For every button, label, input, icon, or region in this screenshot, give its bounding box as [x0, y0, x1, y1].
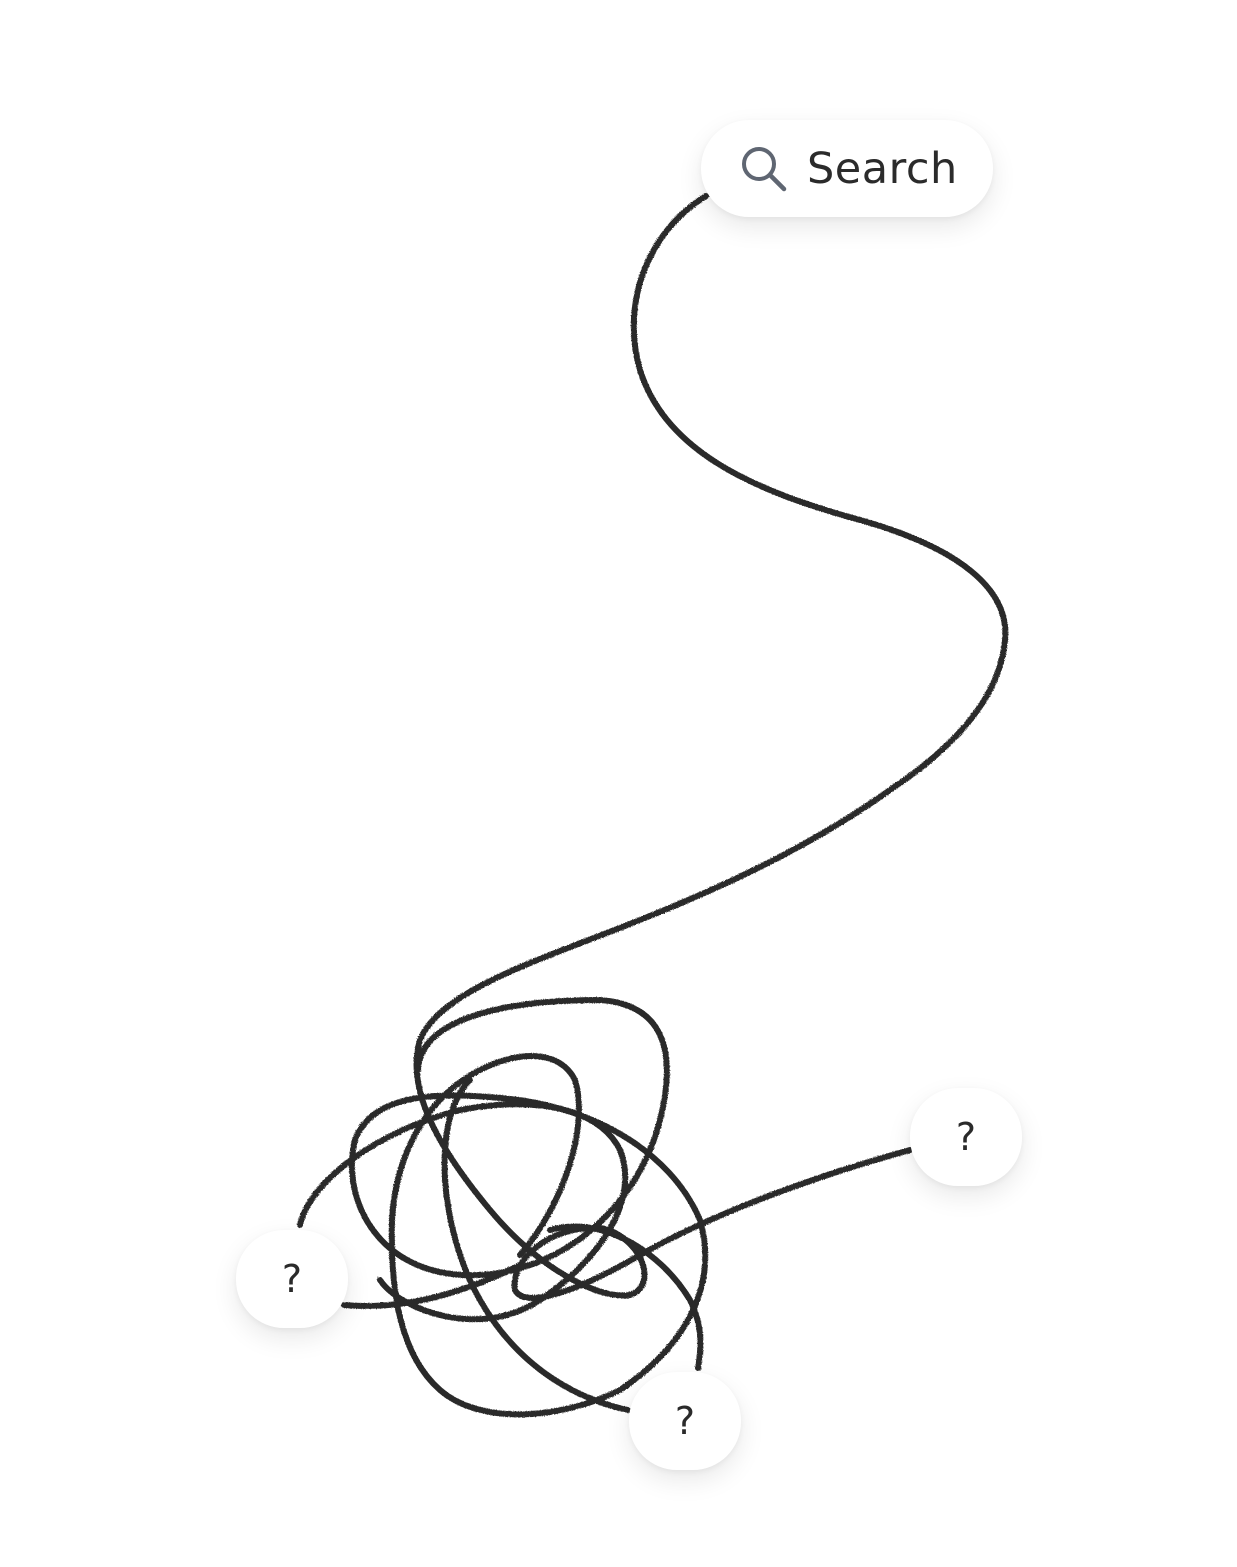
tangle-loop-1 [348, 997, 709, 1418]
search-label: Search [807, 143, 958, 194]
question-mark-right: ? [955, 1115, 977, 1159]
tangle-loop-4 [547, 1223, 704, 1371]
question-bubble-bottom[interactable]: ? [629, 1372, 741, 1470]
question-bubble-left[interactable]: ? [236, 1230, 348, 1328]
tangle-loop-2 [297, 1101, 629, 1323]
tangle-loop-3 [441, 1077, 631, 1413]
search-bar[interactable]: Search [701, 120, 993, 217]
tail-to-left-bubble [341, 1262, 523, 1309]
search-icon [739, 142, 789, 196]
question-bubble-right[interactable]: ? [910, 1088, 1022, 1186]
question-mark-bottom: ? [674, 1399, 696, 1443]
winding-path [413, 193, 1009, 1301]
question-mark-left: ? [281, 1257, 303, 1301]
